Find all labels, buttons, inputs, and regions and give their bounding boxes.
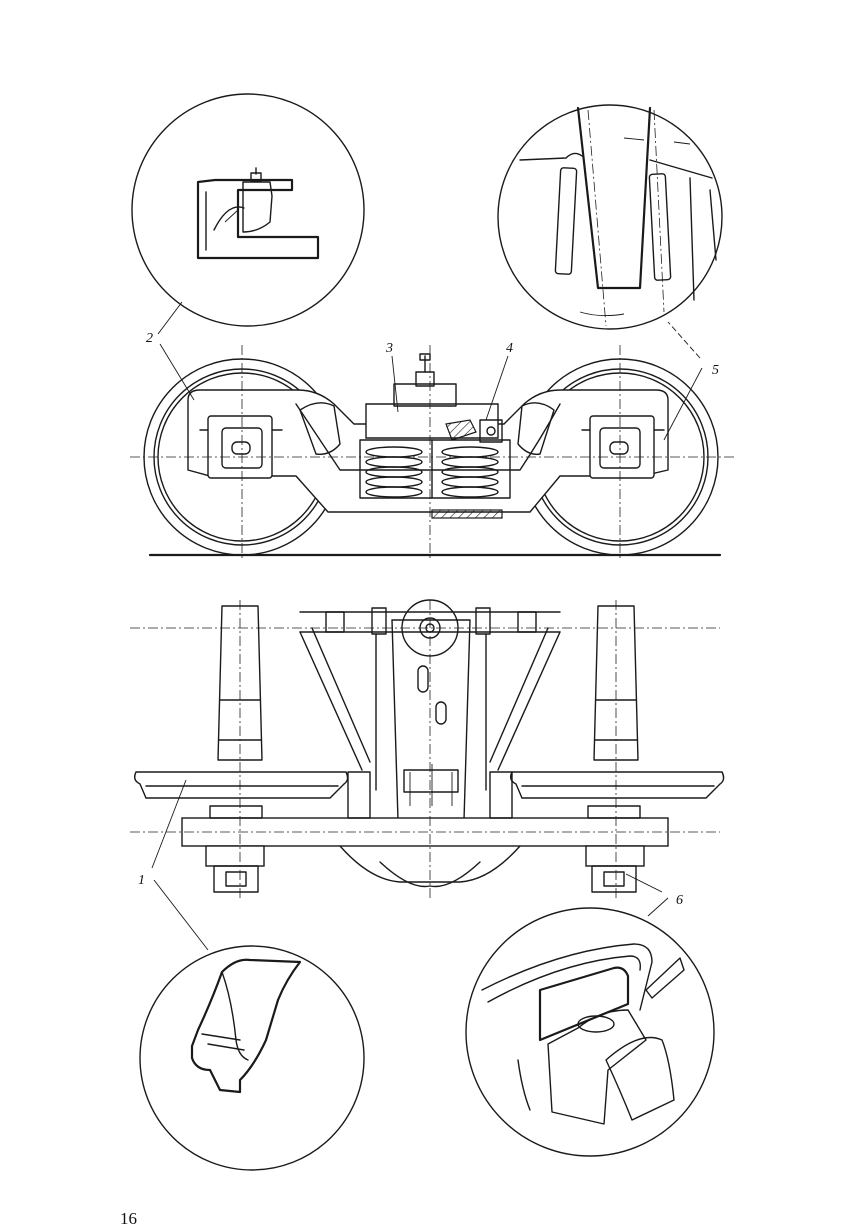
detail-circle-top-right [497,104,723,330]
left-axle-column [217,605,263,761]
bogie-plan-view [130,599,725,900]
wheel-flange-detail [190,958,302,1094]
detail-circle-bottom-left [139,945,365,1171]
right-axle-box [581,415,665,479]
label-1: 1 [138,873,145,888]
brake-rigging [299,607,561,791]
axle-box-plan-right [585,805,645,893]
label-2: 2 [146,331,153,346]
axle-box-plan-left [205,805,265,893]
bogie-side-view [130,345,735,560]
bolster [365,353,499,439]
label-4: 4 [506,341,513,356]
label-3: 3 [385,341,393,356]
detail-circle-top-left [131,93,365,327]
bolster-plan [391,599,471,821]
label-5: 5 [712,363,719,378]
leader-lines [151,301,703,951]
label-6: 6 [676,893,683,908]
wedge-clearance-detail [519,106,717,327]
left-wheel-plan [133,771,349,799]
page-number: 16 [120,1209,137,1226]
right-wheel-plan [509,771,725,799]
side-frame [187,389,669,513]
detail-circle-bottom-right [465,907,715,1157]
side-bearing-detail [196,167,320,260]
left-axle-box [199,415,283,479]
axle-box-wear-detail [481,943,685,1125]
spring-nest [359,419,511,519]
right-axle-column [593,605,639,761]
